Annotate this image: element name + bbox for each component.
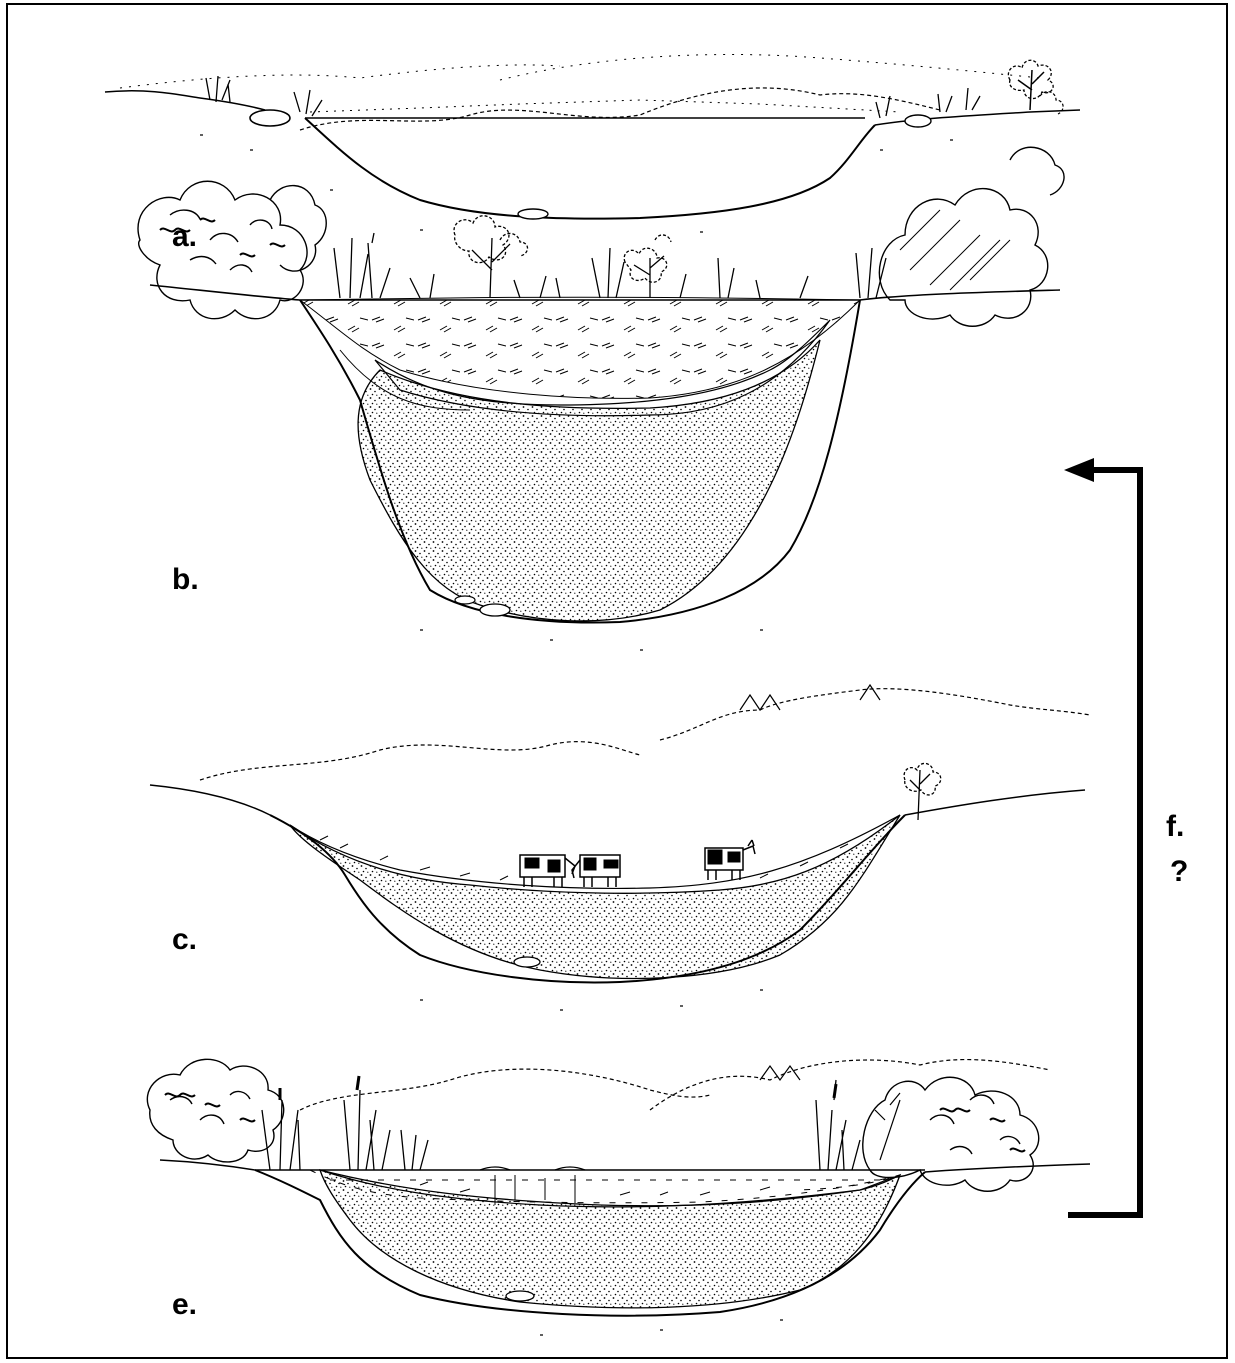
panel-label-e: e. xyxy=(172,1290,197,1320)
panel-b-vegetated-basin xyxy=(138,88,1064,650)
shrub-cluster-left-icon xyxy=(138,181,326,318)
cycle-label: f. xyxy=(1166,812,1184,842)
panel-a-open-pond xyxy=(105,54,1080,232)
shrub-cluster-right-icon xyxy=(863,1077,1039,1191)
reeds-icon xyxy=(334,233,886,298)
tree-icon xyxy=(1008,60,1063,114)
cow-icon xyxy=(572,855,620,887)
sapling-icon xyxy=(624,235,671,298)
panel-e-restored-wetland xyxy=(147,1059,1090,1335)
cycle-question-mark: ? xyxy=(1170,857,1188,887)
shrub-cluster-right-icon xyxy=(879,147,1064,326)
reeds-icon xyxy=(262,1076,860,1170)
cow-icon xyxy=(705,840,755,880)
cycle-arrow xyxy=(1064,458,1140,1215)
panel-c-grazed-meadow xyxy=(150,685,1090,1010)
panel-label-c: c. xyxy=(172,925,197,955)
arrowhead-left-icon xyxy=(1064,458,1094,482)
panel-label-a: a. xyxy=(172,222,197,252)
cow-icon xyxy=(520,855,575,887)
panel-label-b: b. xyxy=(172,565,199,595)
shrub-cluster-left-icon xyxy=(147,1059,283,1162)
